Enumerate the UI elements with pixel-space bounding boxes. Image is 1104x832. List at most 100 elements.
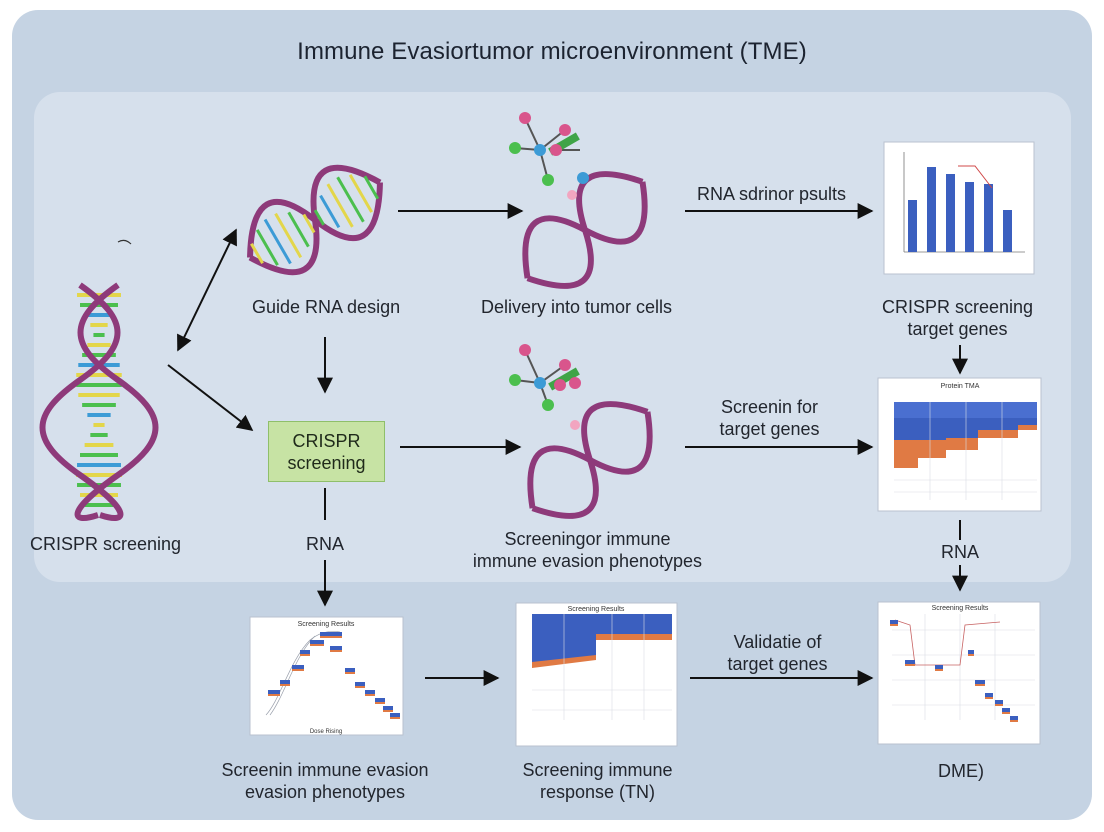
area-mid-title: Screening Results [568, 606, 625, 613]
screening-phen-line2: immune evasion phenotypes [472, 551, 703, 571]
helix-rung [319, 194, 341, 229]
helix-rung [313, 209, 325, 226]
screen-targets-line1: Screenin for [720, 397, 819, 417]
molecule-cluster-top [509, 112, 589, 200]
gantt-bar-accent [300, 654, 310, 656]
gantt-bar-accent [890, 624, 898, 626]
node-delivery: Delivery into tumor cells [481, 297, 673, 317]
gantt-bar-accent [330, 650, 342, 652]
gantt-thumbnail-left: Screening Results Dose Rising [249, 616, 404, 736]
dna-helix-guide [247, 164, 383, 276]
gantt-bar-accent [268, 694, 280, 696]
target-genes-line1: CRISPR screening [881, 297, 1034, 317]
helix-rung [302, 213, 316, 234]
validate-line2: target genes [727, 654, 828, 674]
node-guide-rna: Guide RNA design [252, 297, 401, 317]
gantt-bar [383, 706, 393, 710]
gantt-bar [890, 620, 898, 624]
node-rna-right: RNA [941, 542, 980, 562]
helix-rung [336, 176, 365, 223]
arrow-left-guide [177, 228, 237, 352]
bottom-mid-line2: response (TN) [539, 782, 656, 802]
gantt-left-xlabel: Dose Rising [310, 729, 342, 735]
edge-screen-targets: Screenin for target genes [712, 396, 827, 440]
gantt-bar-accent [905, 664, 915, 666]
helix-rung [348, 174, 373, 213]
gantt-bar [365, 690, 375, 694]
validate-line1: Validatie of [733, 632, 822, 652]
gantt-thumbnail-right: Screening Results [877, 601, 1041, 745]
gantt-bar [300, 650, 310, 654]
arrow-left-crispr [167, 364, 254, 431]
dna-helix-screening [527, 401, 653, 519]
gantt-bar [330, 646, 342, 650]
gantt-bar [345, 668, 355, 672]
gantt-bar [292, 665, 304, 669]
helix-rung [250, 243, 264, 264]
gantt-bar-accent [345, 672, 355, 674]
area-thumbnail-mid: Screening Results [515, 602, 678, 747]
node-bottom-mid: Screening immune response (TN) [510, 759, 685, 803]
bar-chart-thumbnail [883, 141, 1035, 275]
bottom-left-line1: Screenin immune evasion [221, 760, 429, 780]
gantt-bar-accent [292, 669, 304, 671]
helix-rung [255, 229, 279, 266]
gantt-bar-accent [310, 644, 324, 646]
gantt-bar [268, 690, 280, 694]
screen-targets-line2: target genes [719, 419, 820, 439]
node-crispr-box: CRISPR screening [268, 421, 385, 482]
gantt-bar [995, 700, 1003, 704]
diagram-title: Immune Evasiortumor microenvironment (TM… [297, 38, 807, 65]
node-screening-phenotypes: Screeningor immune immune evasion phenot… [465, 528, 710, 572]
gantt-bar-accent [383, 710, 393, 712]
gantt-bar [1010, 716, 1018, 720]
gantt-bar [905, 660, 915, 664]
gantt-bar [935, 665, 943, 669]
node-crispr-left: CRISPR screening [30, 534, 182, 554]
heatmap-title: Protein TMA [941, 383, 980, 390]
helix-rung [326, 183, 354, 228]
gantt-bar-accent [935, 669, 943, 671]
gantt-right-title: Screening Results [932, 605, 989, 612]
gantt-bar [975, 680, 985, 684]
screening-phen-line1: Screeningor immune [504, 529, 671, 549]
gantt-bar-accent [985, 697, 993, 699]
bottom-mid-line1: Screening immune [522, 760, 673, 780]
bottom-left-line2: evasion phenotypes [244, 782, 406, 802]
helix-rung [287, 211, 310, 248]
gantt-bar-accent [355, 686, 365, 688]
gantt-bar-accent [280, 684, 290, 686]
edge-validate: Validatie of target genes [720, 631, 835, 675]
gantt-bar-accent [968, 654, 974, 656]
gantt-bar [390, 713, 400, 717]
node-target-genes: CRISPR screening target genes [870, 296, 1045, 340]
edge-rna-results: RNA sdrinor psults [697, 184, 847, 204]
bar-3 [946, 174, 955, 252]
bar-6 [1003, 210, 1012, 252]
dna-helix-left [39, 239, 159, 521]
gantt-bar-accent [995, 704, 1003, 706]
gantt-bar-accent [1010, 720, 1018, 722]
gantt-bar [310, 640, 324, 644]
gantt-bar [985, 693, 993, 697]
bar-5 [984, 184, 993, 252]
molecule-cluster-mid [509, 344, 581, 430]
gantt-bar [320, 632, 342, 636]
target-genes-line2: target genes [907, 319, 1008, 339]
gantt-left-title: Screening Results [298, 621, 355, 628]
gantt-bar-accent [975, 684, 985, 686]
bar-4 [965, 182, 974, 252]
gantt-bar-accent [375, 702, 385, 704]
node-rna-left: RNA [306, 534, 345, 554]
node-bottom-left: Screenin immune evasion evasion phenotyp… [210, 759, 440, 803]
dna-helix-delivery [522, 171, 648, 289]
gantt-bar [375, 698, 385, 702]
gantt-bar-accent [1002, 712, 1010, 714]
gantt-bar-accent [320, 636, 342, 638]
helix-rung [274, 212, 303, 259]
gantt-bar [968, 650, 974, 654]
bar-2 [927, 167, 936, 252]
crispr-box-line1: CRISPR [292, 430, 361, 451]
node-bottom-right: DME) [938, 761, 984, 781]
